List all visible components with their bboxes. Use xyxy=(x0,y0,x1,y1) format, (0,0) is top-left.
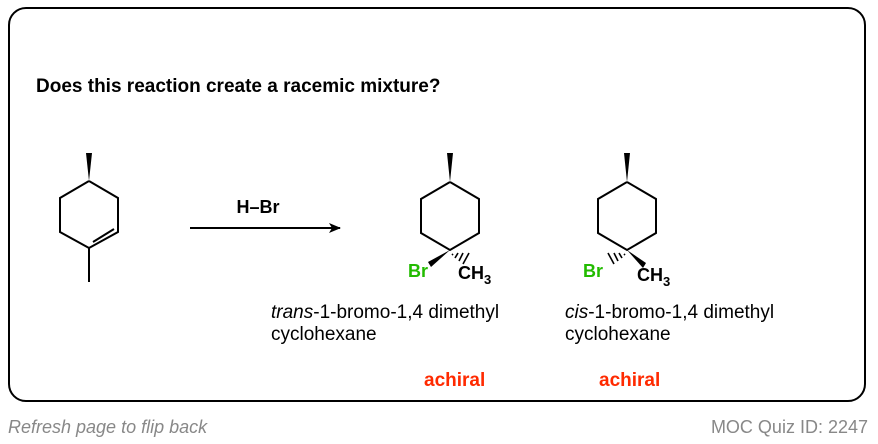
name-line2: cyclohexane xyxy=(271,324,377,345)
product-trans-structure xyxy=(420,153,480,267)
refresh-hint-link[interactable]: Refresh page to flip back xyxy=(8,417,208,437)
double-bond-line xyxy=(92,228,115,243)
hashed-bond xyxy=(607,252,626,265)
starting-alkene xyxy=(59,153,119,282)
bromine-label: Br xyxy=(583,261,603,281)
stereo-prefix: cis xyxy=(565,302,589,323)
stereo-prefix: trans xyxy=(271,302,314,323)
reaction-arrow: H–Br xyxy=(190,197,341,233)
br-wedge-bond xyxy=(428,250,450,267)
product-trans-name: trans-1-bromo-1,4 dimethyl cyclohexane xyxy=(271,302,499,346)
quiz-question: Does this reaction create a racemic mixt… xyxy=(36,76,441,97)
wedge-bond xyxy=(447,153,453,182)
hashed-bond xyxy=(451,252,470,265)
reagent-label: H–Br xyxy=(236,197,279,217)
verdict-cis: achiral xyxy=(599,370,661,391)
name-line2: cyclohexane xyxy=(565,324,671,345)
quiz-card xyxy=(8,7,866,402)
name-rest: -1-bromo-1,4 dimethyl xyxy=(588,302,775,323)
bromine-label: Br xyxy=(408,261,428,281)
wedge-bond xyxy=(624,153,630,182)
quiz-id: MOC Quiz ID: 2247 xyxy=(710,417,868,437)
product-cis-structure xyxy=(597,153,657,268)
verdict-trans: achiral xyxy=(424,370,486,391)
methyl-wedge-bond xyxy=(627,250,646,268)
methyl-label: CH3 xyxy=(637,265,670,289)
methyl-label: CH3 xyxy=(458,263,491,287)
wedge-bond xyxy=(86,153,92,181)
product-cis-name: cis-1-bromo-1,4 dimethyl cyclohexane xyxy=(565,302,774,346)
name-rest: -1-bromo-1,4 dimethyl xyxy=(313,302,500,323)
